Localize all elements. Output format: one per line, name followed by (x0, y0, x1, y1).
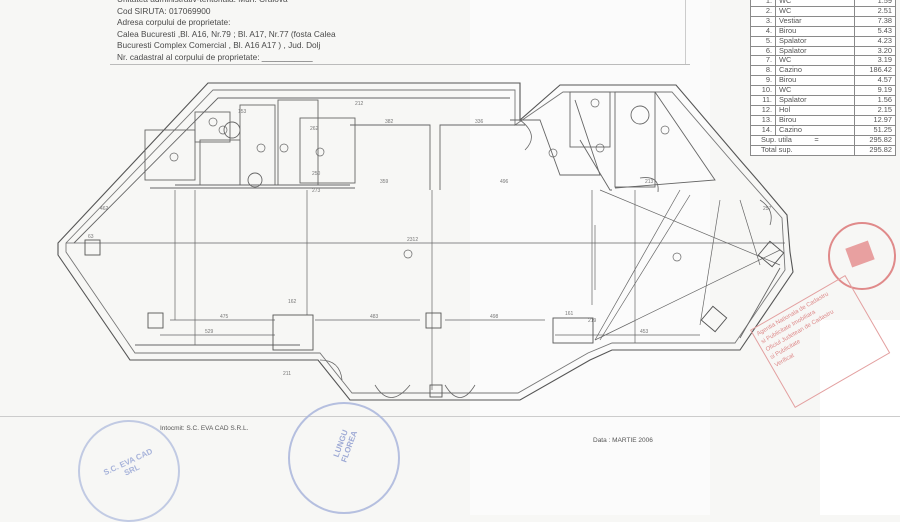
svg-text:257: 257 (763, 206, 772, 212)
stamp-text: LUNGU FLOREA (331, 428, 360, 464)
header-line-uat: Unitatea administrativ-teritoriala: Mun.… (117, 0, 397, 6)
header-divider (110, 64, 690, 65)
svg-text:211: 211 (283, 371, 291, 377)
service-rooms-left (144, 99, 525, 190)
svg-text:336: 336 (475, 119, 484, 125)
svg-text:483: 483 (370, 314, 379, 320)
total-row: Total sup.295.82 (750, 144, 896, 156)
notary-stamp: LUNGU FLOREA (288, 402, 400, 514)
page-overlap-strip (470, 0, 710, 515)
room-markers (169, 98, 682, 262)
header-line-address-2: Bucuresti Complex Comercial , Bl. A16 A1… (117, 40, 321, 51)
stamp-text: S.C. EVA CAD SRL (102, 446, 154, 478)
pillars (84, 239, 785, 398)
svg-text:262: 262 (310, 126, 319, 132)
header-line-address-1: Calea Bucuresti ,Bl. A16, Nr.79 ; Bl. A1… (117, 28, 336, 39)
header-line-cadastral: Nr. cadastral al corpului de proprietate… (117, 51, 313, 62)
svg-text:462: 462 (100, 206, 109, 212)
paper-edge (820, 320, 900, 515)
svg-text:529: 529 (205, 329, 214, 335)
svg-text:153: 153 (238, 109, 247, 115)
dimension-lines (66, 189, 785, 390)
svg-text:63: 63 (88, 234, 94, 240)
top-header-box (515, 0, 686, 64)
sup-utila-text: Sup. utila (761, 134, 792, 144)
svg-text:250: 250 (312, 171, 321, 177)
top-right-label: Nr. cadastral (522, 0, 561, 2)
svg-text:2312: 2312 (407, 237, 418, 243)
svg-text:273: 273 (312, 188, 321, 194)
svg-text:498: 498 (490, 314, 499, 320)
property-header: Unitatea administrativ-teritoriala: Mun.… (117, 0, 397, 64)
svg-text:212: 212 (355, 101, 364, 107)
svg-text:359: 359 (380, 179, 389, 185)
service-rooms-right (510, 91, 716, 191)
svg-text:382: 382 (385, 119, 394, 125)
svg-text:219: 219 (588, 318, 597, 324)
header-line-siruta: Cod SIRUTA: 017069900 (117, 5, 211, 16)
equals-sign: = (814, 134, 819, 144)
ocpi-round-stamp (828, 222, 896, 290)
header-line-address-label: Adresa corpului de proprietate: (117, 17, 231, 28)
stamp-emblem-icon (845, 240, 875, 268)
svg-text:453: 453 (640, 329, 649, 335)
date-label: Data : MARTIE 2006 (593, 437, 653, 444)
svg-text:213: 213 (645, 179, 654, 185)
eva-cad-stamp: S.C. EVA CAD SRL (78, 420, 180, 522)
svg-text:475: 475 (220, 314, 229, 320)
total-value: 295.82 (854, 144, 896, 156)
outer-walls (57, 82, 794, 401)
prepared-by: Intocmit: S.C. EVA CAD S.R.L. (160, 425, 249, 432)
svg-text:162: 162 (288, 299, 297, 305)
svg-text:496: 496 (500, 179, 509, 185)
footer-divider (0, 416, 900, 417)
door-arcs (319, 119, 772, 398)
dimension-labels: 2312 475 529 483 498 453 359 496 382 336… (88, 101, 772, 377)
svg-text:161: 161 (565, 311, 574, 317)
